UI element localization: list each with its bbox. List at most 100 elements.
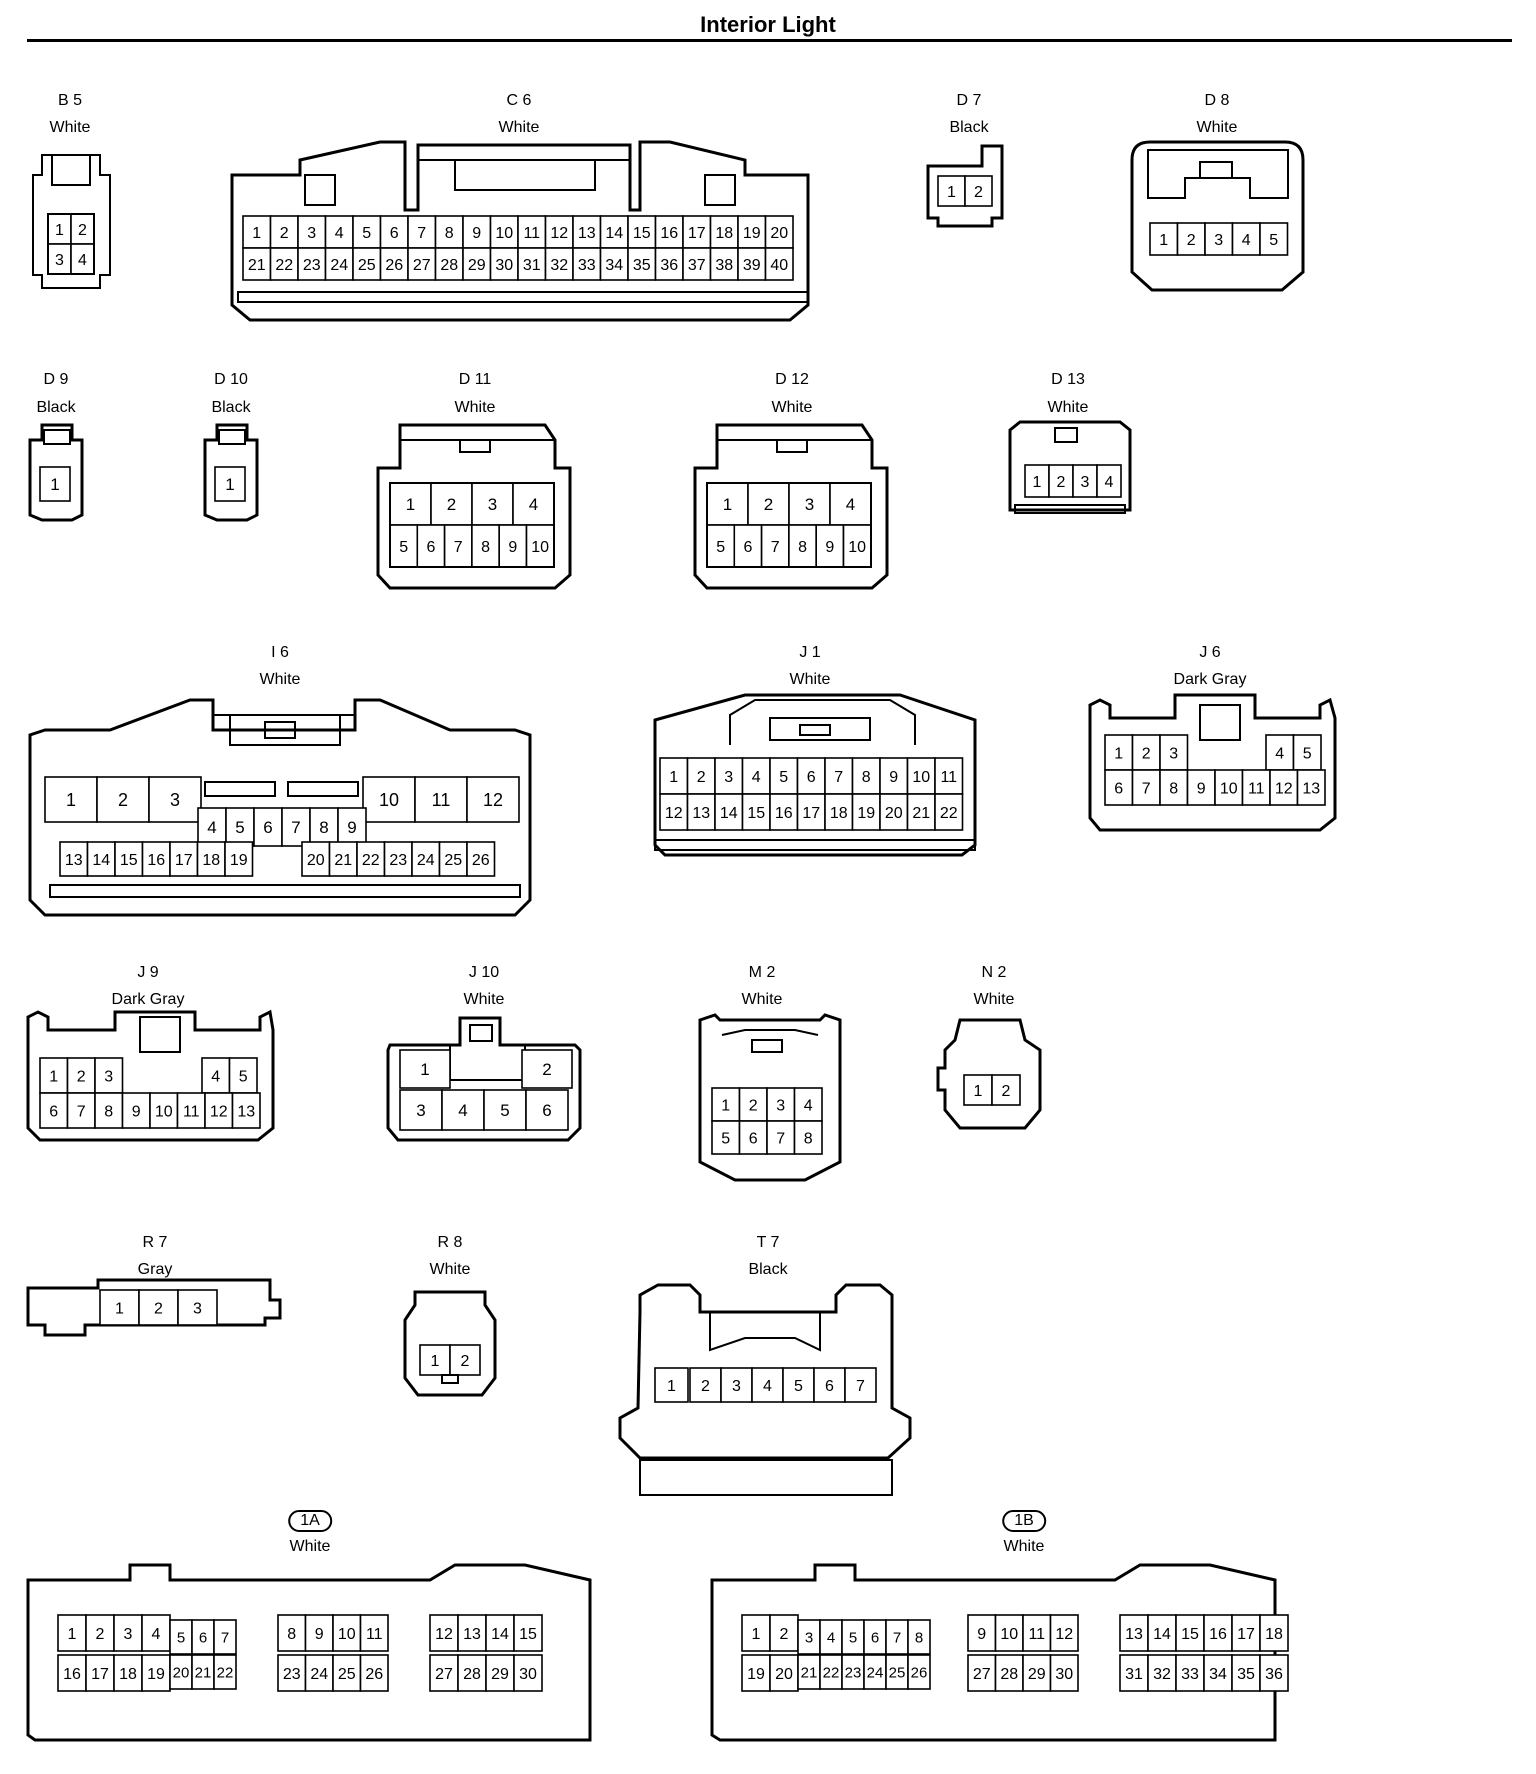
pin-3: 3 xyxy=(720,1367,753,1403)
pin-number: 10 xyxy=(155,1103,173,1120)
pin-number: 5 xyxy=(779,769,788,786)
pin-number: 4 xyxy=(827,1629,835,1646)
pin-1: 1 xyxy=(711,1087,741,1122)
pin-24: 24 xyxy=(411,841,441,877)
pin-2: 2 xyxy=(70,213,95,245)
pin-number: 1 xyxy=(49,1068,58,1085)
connector-color: White xyxy=(789,671,831,688)
pin-number: 10 xyxy=(338,1626,356,1643)
housing-part xyxy=(769,717,871,741)
pin-number: 16 xyxy=(147,852,165,869)
pin-number: 16 xyxy=(1209,1626,1227,1643)
pin-cavity xyxy=(907,1619,931,1655)
connector-id: D 7 xyxy=(956,92,982,109)
pin-12: 12 xyxy=(429,1614,459,1652)
pin-8: 8 xyxy=(1159,769,1189,806)
pin-cavity xyxy=(1049,1654,1079,1692)
pin-3: 3 xyxy=(1204,222,1234,256)
pin-number: 1 xyxy=(669,769,678,786)
connector-color: White xyxy=(498,119,540,136)
pin-cavity xyxy=(214,466,246,502)
connector-color: White xyxy=(429,1261,471,1278)
pin-8: 8 xyxy=(793,1120,823,1155)
pin-2: 2 xyxy=(66,1057,96,1094)
pin-number: 2 xyxy=(749,1097,758,1114)
connector-id: J 9 xyxy=(137,964,159,981)
pin-number: 21 xyxy=(801,1664,818,1681)
pin-number: 7 xyxy=(454,539,463,556)
housing-base-t7 xyxy=(639,1459,893,1496)
pin-number: 8 xyxy=(319,818,328,837)
pin-number: 38 xyxy=(715,257,733,274)
pin-cavity xyxy=(39,1092,69,1129)
pin-number: 30 xyxy=(495,257,513,274)
latch-d8 xyxy=(1147,149,1289,199)
pin-number: 3 xyxy=(488,495,497,514)
pin-cavity xyxy=(513,1654,543,1692)
pin-10: 10 xyxy=(149,1092,179,1129)
pin-cavity xyxy=(879,793,909,831)
housing-j10 xyxy=(386,1016,582,1142)
pin-number: 19 xyxy=(857,805,875,822)
pin-number: 4 xyxy=(1275,745,1284,762)
pin-number: 4 xyxy=(763,1378,772,1395)
pin-20: 20 xyxy=(301,841,331,877)
pin-19: 19 xyxy=(737,215,767,249)
pin-cavity xyxy=(148,776,202,823)
pin-27: 27 xyxy=(429,1654,459,1692)
pin-5: 5 xyxy=(769,757,799,795)
pin-21: 21 xyxy=(328,841,358,877)
pin-11: 11 xyxy=(1241,769,1271,806)
housing-d13 xyxy=(1008,420,1132,512)
pin-cavity xyxy=(121,1092,151,1129)
pin-3: 3 xyxy=(177,1289,218,1326)
pin-1: 1 xyxy=(44,776,98,823)
pin-37: 37 xyxy=(682,247,712,281)
pin-number: 25 xyxy=(889,1664,906,1681)
pin-number: 9 xyxy=(132,1103,141,1120)
pin-number: 3 xyxy=(307,225,316,242)
pin-11: 11 xyxy=(1022,1614,1052,1652)
pin-26: 26 xyxy=(466,841,496,877)
pin-cavity xyxy=(1175,1654,1205,1692)
pin-10: 10 xyxy=(842,524,872,568)
pin-3: 3 xyxy=(471,482,514,526)
pin-cavity xyxy=(824,757,854,795)
pin-7: 7 xyxy=(760,524,790,568)
pin-number: 24 xyxy=(867,1664,884,1681)
pin-number: 12 xyxy=(210,1103,228,1120)
pin-15: 15 xyxy=(741,793,771,831)
pin-17: 17 xyxy=(85,1654,115,1692)
pin-cavity xyxy=(572,247,602,281)
pin-cavity xyxy=(964,175,993,207)
connector-id: R 8 xyxy=(437,1234,463,1251)
pin-6: 6 xyxy=(863,1619,887,1655)
pin-number: 1 xyxy=(752,1626,761,1643)
pin-number: 28 xyxy=(463,1666,481,1683)
pin-cavity xyxy=(711,1120,741,1155)
pin-cavity xyxy=(1096,464,1122,498)
housing-j6 xyxy=(1088,693,1337,832)
pin-6: 6 xyxy=(525,1089,569,1131)
pin-number: 20 xyxy=(307,852,325,869)
pin-21: 21 xyxy=(191,1654,215,1690)
pin-24: 24 xyxy=(304,1654,334,1692)
pin-1: 1 xyxy=(419,1344,451,1376)
connector-id: D 9 xyxy=(43,371,69,388)
pin-3: 3 xyxy=(47,243,72,275)
latch-m2 xyxy=(721,1029,819,1036)
pin-number: 9 xyxy=(315,1626,324,1643)
pin-cavity xyxy=(720,1367,753,1403)
pin-12: 12 xyxy=(1049,1614,1079,1652)
pin-number: 8 xyxy=(481,539,490,556)
pin-number: 20 xyxy=(770,225,788,242)
pin-number: 23 xyxy=(845,1664,862,1681)
pin-number: 22 xyxy=(823,1664,840,1681)
pin-number: 4 xyxy=(335,225,344,242)
pin-cavity xyxy=(304,1614,334,1652)
pin-number: 8 xyxy=(104,1103,113,1120)
pin-number: 19 xyxy=(747,1666,765,1683)
connector-id: D 8 xyxy=(1204,92,1230,109)
pin-cavity xyxy=(686,793,716,831)
pin-number: 3 xyxy=(193,1300,202,1317)
